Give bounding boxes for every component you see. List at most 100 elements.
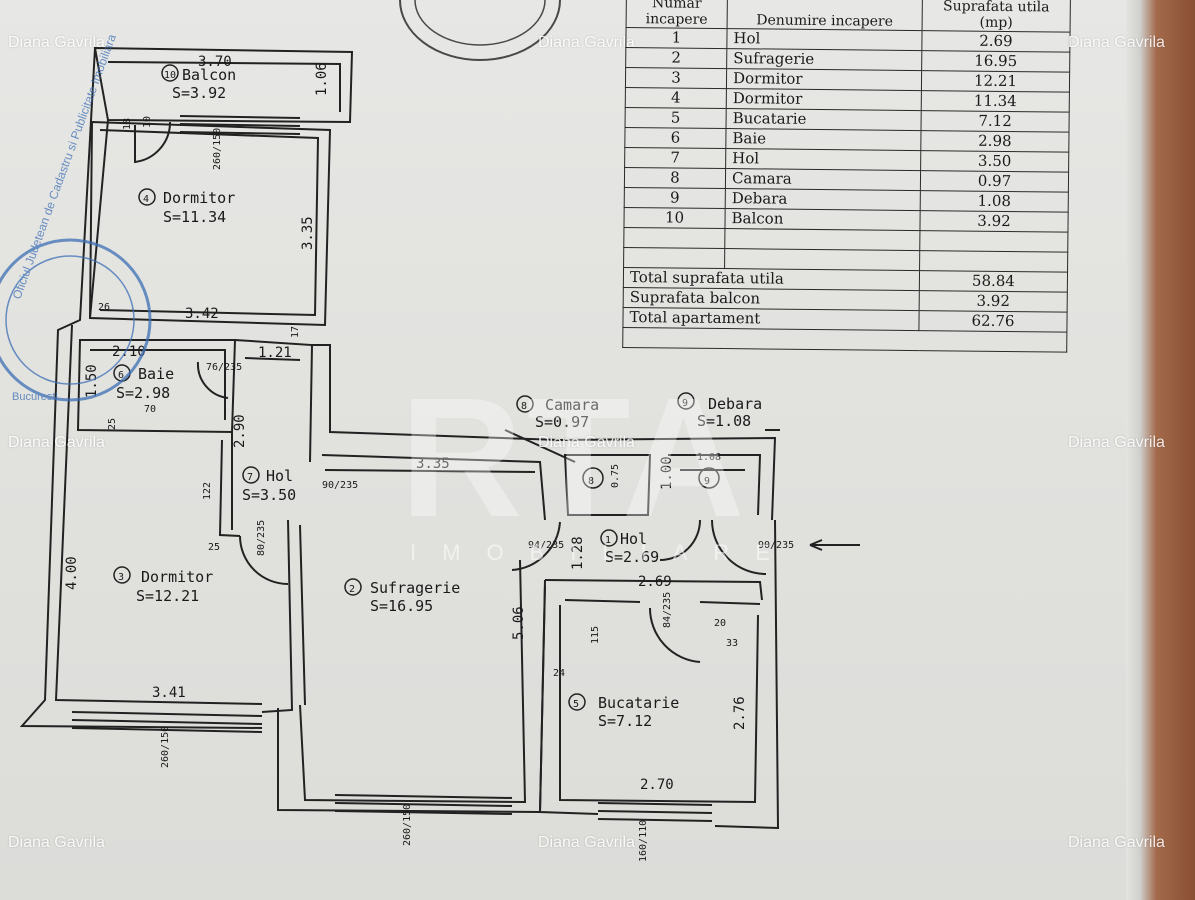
watermark-name: Diana Gavrila	[538, 834, 635, 851]
watermark-name: Diana Gavrila	[538, 434, 635, 451]
room-num-balcon: 10	[164, 70, 176, 81]
room-name-debara: Debara	[708, 395, 762, 413]
room-name-dormitor4: Dormitor	[163, 189, 235, 207]
dim-bucatarie-width: 2.70	[640, 777, 674, 793]
cell-name: Hol	[726, 28, 923, 51]
dim-dormitor3-width: 3.41	[152, 685, 186, 701]
total-value: 62.76	[918, 310, 1068, 333]
cell-nr: 4	[625, 87, 727, 109]
room-area-bucatarie: S=7.12	[598, 712, 652, 730]
cell-area: 2.69	[921, 30, 1071, 53]
note-26: 26	[98, 302, 110, 313]
room-num-bucatarie: 5	[573, 699, 579, 710]
cell-nr: 1	[625, 27, 728, 49]
total-value: 3.92	[919, 290, 1068, 313]
cell-name: Sufragerie	[726, 48, 922, 71]
room-num-sufragerie: 2	[349, 584, 355, 595]
dim-dormitor4-width: 3.42	[185, 306, 219, 322]
official-stamp: Oficiul Judetean de Cadastru si Publicit…	[0, 32, 152, 403]
cell-nr: 9	[624, 187, 726, 209]
note-window-bucatarie: 160/110	[638, 820, 649, 862]
room-num-circle	[600, 529, 618, 547]
room-name-baie: Baie	[138, 365, 174, 383]
dim-sufragerie-height: 5.06	[511, 606, 527, 640]
watermark-name: Diana Gavrila	[8, 434, 105, 451]
table-row-empty	[622, 327, 1067, 353]
room-name-balcon: Balcon	[182, 66, 236, 84]
cell-name: Balcon	[724, 208, 921, 231]
note-window-dormitor4: 260/150	[212, 128, 223, 170]
dim-hol7-top: 1.21	[258, 345, 292, 361]
cell-nr: 7	[624, 147, 726, 169]
watermark-name: Diana Gavrila	[538, 34, 635, 51]
room-num-circle	[677, 392, 695, 410]
cell-nr: 6	[624, 127, 727, 149]
dim-camara: 0.75	[610, 464, 621, 488]
dim-hol7-height: 2.90	[232, 414, 248, 448]
surface-table: Numar incapere Denumire incapere Suprafa…	[622, 0, 1071, 353]
room-num-baie: 6	[118, 370, 124, 381]
cell-nr: 5	[625, 107, 727, 129]
dim-debara-depth: 1.00	[659, 456, 675, 490]
room-area-hol7: S=3.50	[242, 486, 296, 504]
room-num-camara: 8	[521, 401, 527, 412]
stamp-text: Oficiul Judetean de Cadastru si Publicit…	[10, 32, 119, 301]
note-door-entrance: 90/235	[758, 540, 794, 551]
note-door-baie: 76/235	[206, 362, 242, 373]
room-area-debara: S=1.08	[697, 412, 751, 430]
room-area-camara: S=0.97	[535, 413, 589, 431]
room-name-hol7: Hol	[266, 467, 293, 485]
note-door-bucatarie: 84/235	[662, 592, 673, 628]
note-115: 115	[590, 626, 601, 644]
cell-nr: 3	[625, 67, 727, 89]
note-door-dormitor3: 80/235	[256, 520, 267, 556]
room-area-dormitor4: S=11.34	[163, 208, 226, 226]
brand-watermark-sub: IMOBILIARE	[410, 540, 796, 565]
room-name-bucatarie: Bucatarie	[598, 694, 679, 712]
dim-bucatarie-height: 2.76	[732, 696, 748, 730]
cell-area: 11.34	[921, 90, 1070, 113]
camara-marker: 8	[588, 476, 594, 487]
cell-name: Camara	[725, 168, 921, 191]
cell-nr: 8	[624, 167, 726, 189]
balcony-wall	[93, 46, 354, 124]
room-name-camara: Camara	[545, 396, 599, 414]
cell-name: Dormitor	[726, 88, 922, 111]
note-25b: 25	[208, 542, 220, 553]
cell-name: Dormitor	[726, 68, 922, 91]
note-33: 33	[726, 638, 738, 649]
cell-area: 1.08	[920, 190, 1069, 213]
note-window-sufragerie: 260/150	[402, 804, 413, 846]
brand-watermark-logo: RTA	[400, 363, 749, 553]
surface-table-header: Numar incapere Denumire incapere Suprafa…	[626, 0, 1071, 33]
stamp-city: Bucuresti	[12, 391, 58, 403]
debara-marker-circle	[698, 467, 720, 489]
kitchen-wall	[559, 605, 759, 804]
room-num-hol1: 1	[605, 535, 611, 546]
debara-marker: 9	[704, 476, 710, 487]
cell-name: Bucatarie	[726, 108, 922, 131]
note-door-sufragerie: 90/235	[322, 480, 358, 491]
watermark-name: Diana Gavrila	[8, 834, 105, 851]
note-door-hol1: 94/235	[528, 540, 564, 551]
cell-area: 16.95	[921, 50, 1070, 73]
paper-edge	[1126, 0, 1140, 900]
cell-name: Hol	[725, 148, 921, 171]
watermark-name: Diana Gavrila	[1068, 434, 1165, 451]
room-num-circle	[138, 188, 156, 206]
dim-dormitor3-height: 4.00	[64, 556, 80, 590]
cell-area: 7.12	[921, 110, 1070, 133]
dim-hol1-width: 2.69	[638, 574, 672, 590]
dim-baie-height: 1.50	[84, 364, 100, 398]
dim-balcon-depth: 1.06	[314, 62, 330, 96]
dim-balcon-width: 3.70	[198, 54, 232, 70]
dim-debara-width: 1.08	[697, 452, 721, 463]
total-label: Total apartament	[622, 307, 920, 331]
room-name-dormitor3: Dormitor	[141, 568, 213, 586]
room-num-circle	[113, 566, 131, 584]
cell-area: 2.98	[920, 130, 1069, 153]
total-value: 58.84	[919, 270, 1068, 293]
dim-hol1-height: 1.28	[570, 536, 586, 570]
watermark-name: Diana Gavrila	[8, 34, 105, 51]
